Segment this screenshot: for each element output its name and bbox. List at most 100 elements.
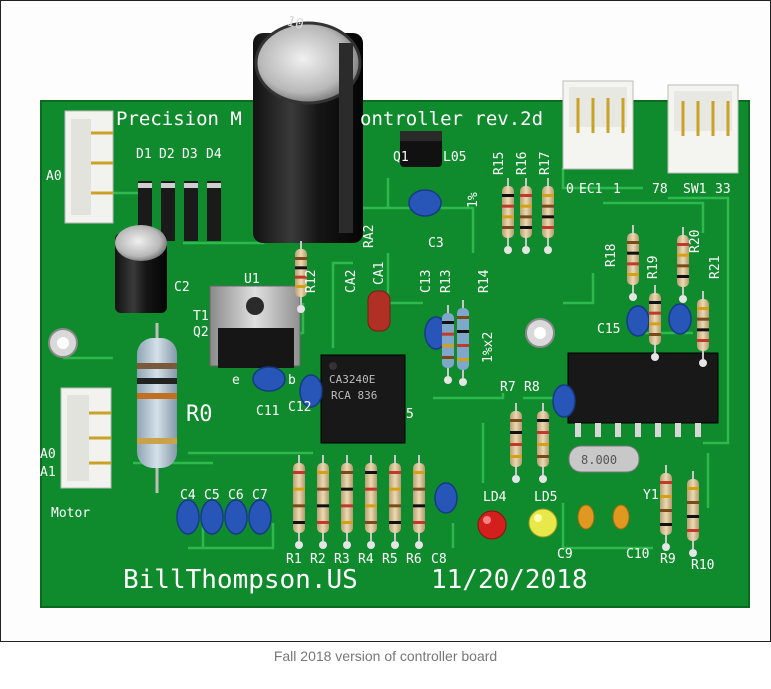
connector-a0-top [64,110,114,224]
resistor [687,471,699,557]
label-ca1: CA1 [372,262,387,285]
resistor [697,291,709,367]
label-c6: C6 [228,488,244,503]
label-l05: L05 [443,150,466,165]
electrolytic-capacitor-c2 [115,225,167,313]
label-r3: R3 [334,552,350,567]
pcb-edge [40,100,750,608]
crystal-marking: 8.000 [581,453,617,467]
label-c12: C12 [288,400,311,415]
board-maker: BillThompson.US [123,565,358,595]
chip-markings: CA3240E RCA 836 [329,373,377,402]
label-r15: R15 [492,152,507,175]
resistor [295,241,307,313]
label-r16: R16 [515,152,530,175]
board-silkscreen: Precision M ontroller rev.2d BillThompso… [40,108,731,595]
label-c4: C4 [180,488,196,503]
label-r10: R10 [691,558,714,573]
label-c13: C13 [419,270,434,293]
resistors [293,178,709,557]
image-caption: Fall 2018 version of controller board [273,648,498,664]
resistor [510,403,522,483]
label-r14: R14 [477,269,492,293]
resistor [677,227,689,303]
label-a1: A1 [40,465,56,480]
label-ec1-right: 1 [613,182,621,197]
label-ca2: CA2 [344,270,359,293]
resistor [627,225,639,301]
label-r6: R6 [406,552,422,567]
label-r13: R13 [439,270,454,293]
resistor [457,300,469,386]
image-frame: Precision M ontroller rev.2d BillThompso… [0,0,771,642]
label-r12: R12 [304,270,319,293]
resistor [502,178,514,254]
label-r1: R1 [286,552,302,567]
resistor [442,305,454,384]
connector-sw1 [667,84,739,174]
board-title-right: ontroller rev.2d [360,108,543,130]
label-r5: R5 [382,552,398,567]
label-ec1-left: 0 [566,182,574,197]
led-ld5 [528,508,558,538]
label-c11: C11 [256,404,279,419]
label-c10: C10 [626,547,649,562]
label-c9: C9 [557,547,573,562]
diodes-d1-d4 [138,181,221,241]
resistor [365,455,377,549]
label-u1: U1 [244,272,260,287]
label-r2: R2 [310,552,326,567]
resistor [389,455,401,549]
label-r7: R7 [500,380,516,395]
chip-line-1: CA3240E [329,373,375,386]
led-ld4 [477,510,507,540]
label-u5: 5 [406,407,414,422]
label-q2: Q2 [193,325,209,340]
label-r19: R19 [646,256,661,279]
label-ld4: LD4 [483,490,507,505]
label-y1: Y1 [643,488,659,503]
label-d1: D1 [136,147,152,162]
resistor [649,285,661,361]
voltage-regulator [209,285,301,368]
label-c5: C5 [204,488,220,503]
label-b: b [288,373,296,388]
resistor [660,465,672,551]
ic-ca3240e [320,354,406,444]
label-q1: Q1 [393,150,409,165]
label-motor: Motor [51,506,90,521]
label-sw1-left: 78 [652,182,668,197]
label-d4: D4 [206,147,222,162]
label-c2: C2 [174,280,190,295]
tantalum-capacitor-ca1 [367,290,391,332]
label-r0: R0 [186,402,213,427]
board-title-left: Precision M [116,108,242,130]
power-resistor-r0 [137,323,177,493]
label-ra2: RA2 [362,225,377,248]
label-r20: R20 [688,230,703,253]
label-d2: D2 [159,147,175,162]
ic-14-pin [567,352,719,437]
label-r9: R9 [660,552,676,567]
capacitor-marking: 10 [285,13,305,33]
mounting-holes [48,318,555,358]
chip-line-2: RCA 836 [331,389,377,402]
label-a0-top: A0 [46,169,62,184]
controller-board-photo: Precision M ontroller rev.2d BillThompso… [40,13,750,608]
label-r4: R4 [358,552,374,567]
ceramic-capacitors [176,189,692,535]
resistor [542,178,554,254]
resistor [520,178,532,254]
label-c15: C15 [597,322,620,337]
connector-motor [60,387,112,489]
crystal-oscillator [568,445,640,473]
label-ec1: EC1 [579,182,602,197]
resistor [341,455,353,549]
board-date: 11/20/2018 [431,565,588,595]
label-sw1-right: 33 [715,182,731,197]
label-ld5: LD5 [534,490,557,505]
electrolytic-capacitor-large [253,21,363,243]
label-c7: C7 [252,488,268,503]
label-t1: T1 [193,309,209,324]
label-r18: R18 [604,244,619,267]
